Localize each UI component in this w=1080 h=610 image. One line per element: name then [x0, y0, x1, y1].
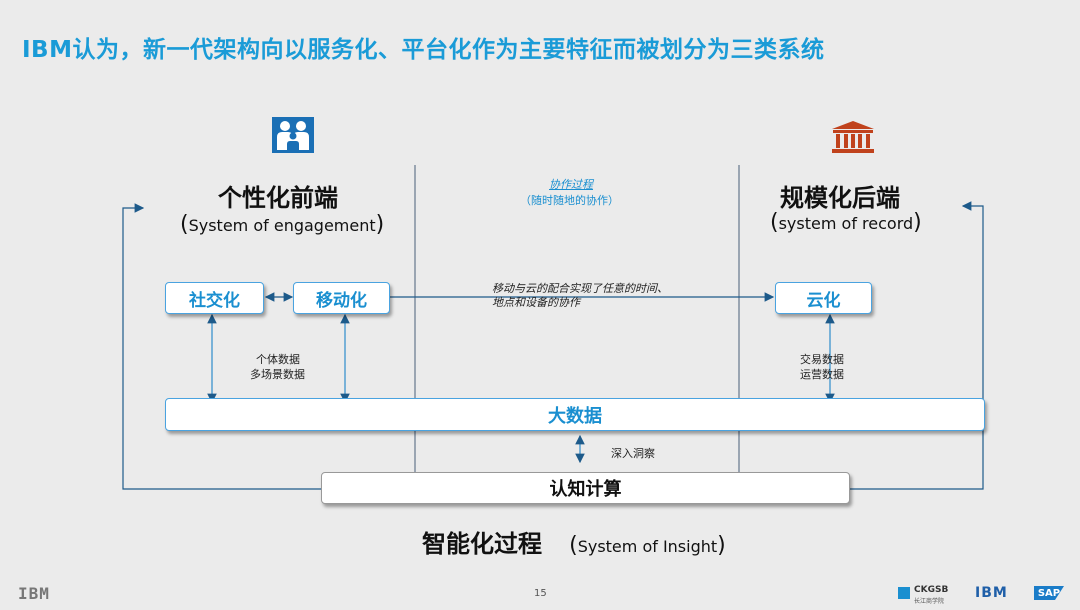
collab-sublabel: （随时随地的协作） — [520, 194, 619, 207]
footer-ibm-brand: IBM — [975, 585, 1008, 601]
bank-building-icon — [832, 121, 874, 153]
cloud-box: 云化 — [775, 282, 872, 314]
ckgsb-logo: CKGSB — [914, 585, 949, 595]
bottom-subtitle: (System of Insight) — [569, 533, 726, 558]
left-heading: 个性化前端 — [218, 184, 338, 212]
mobile-cloud-note-line1: 移动与云的配合实现了任意的时间、 — [492, 282, 668, 295]
left-subtitle: (System of engagement) — [180, 212, 385, 237]
right-subtitle: (system of record) — [770, 210, 922, 235]
ckgsb-sub: 长江商学院 — [914, 598, 945, 605]
cognitive-box: 认知计算 — [321, 472, 850, 504]
right-data-note-line2: 运营数据 — [800, 368, 844, 381]
bigdata-box: 大数据 — [165, 398, 985, 431]
bottom-subtitle-text: System of Insight — [577, 537, 718, 556]
bottom-heading: 智能化过程 — [422, 530, 542, 558]
right-heading: 规模化后端 — [780, 184, 900, 212]
left-data-note-line2: 多场景数据 — [250, 368, 305, 381]
social-box: 社交化 — [165, 282, 264, 314]
people-icon — [272, 117, 314, 153]
collab-label: 协作过程 — [549, 178, 593, 191]
footer-ibm-logo: IBM — [18, 584, 50, 603]
right-data-note-line1: 交易数据 — [800, 353, 844, 366]
loop-right-arrow — [849, 201, 984, 490]
loop-left-arrow — [122, 203, 322, 490]
insight-note: 深入洞察 — [611, 447, 655, 460]
mobile-cloud-note-line2: 地点和设备的协作 — [492, 296, 580, 309]
slide-title: IBM认为，新一代架构向以服务化、平台化作为主要特征而被划分为三类系统 — [22, 37, 825, 63]
ckgsb-mark-icon — [898, 587, 910, 599]
mobile-box: 移动化 — [293, 282, 390, 314]
bottom-heading-row: 智能化过程 (System of Insight) — [422, 524, 726, 559]
sap-logo: SAP — [1034, 586, 1064, 600]
right-subtitle-text: system of record — [778, 214, 914, 233]
left-subtitle-text: System of engagement — [188, 216, 376, 235]
page-number: 15 — [534, 588, 547, 599]
left-data-note-line1: 个体数据 — [256, 353, 300, 366]
